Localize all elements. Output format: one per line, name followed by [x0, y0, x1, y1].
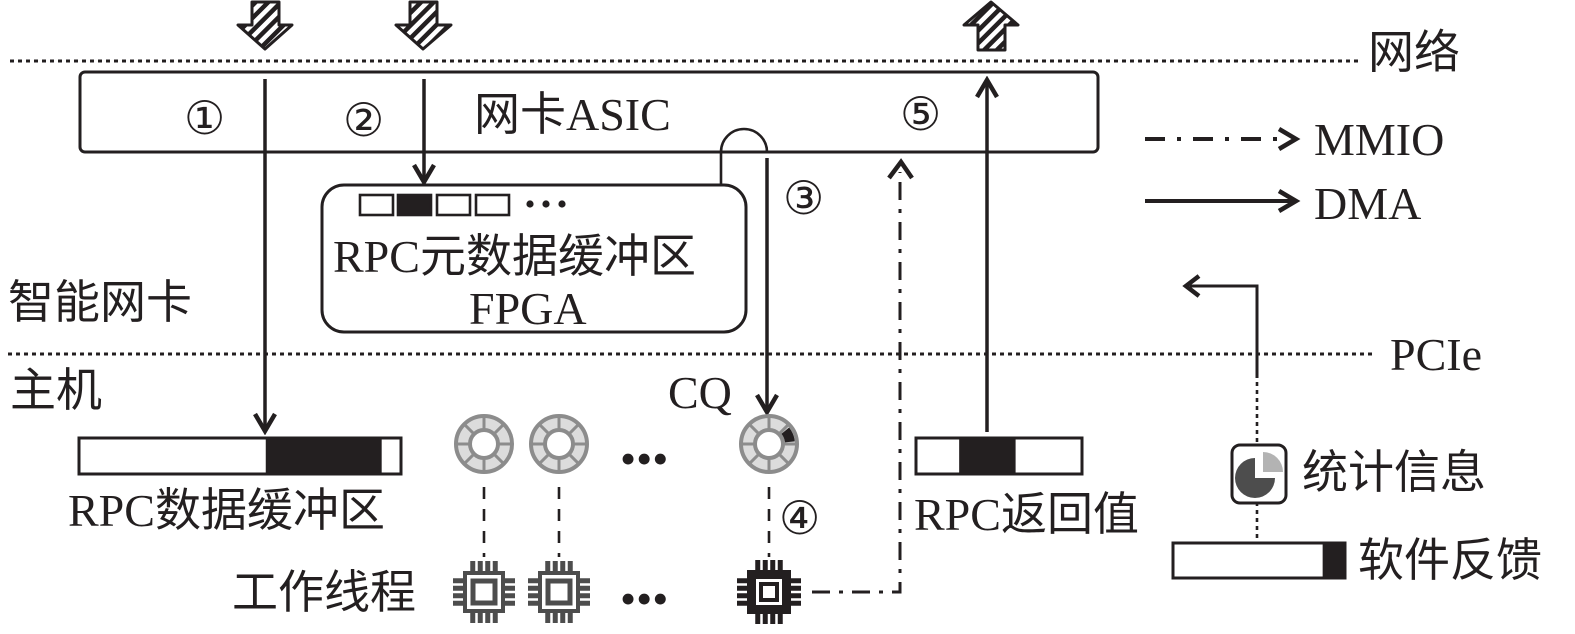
worker-ellipsis: ••• — [620, 573, 668, 624]
ellipsis-dot — [542, 200, 550, 208]
feedback-arrow — [1190, 284, 1259, 378]
ellipsis-dot — [526, 200, 534, 208]
legend-dma-arrowhead — [1277, 189, 1301, 213]
mmio-doorbell-line — [812, 172, 902, 594]
step-2-label: ② — [343, 95, 384, 146]
rpc-data-buffer-fill — [265, 438, 382, 474]
software-feedback-label: 软件反馈 — [1358, 535, 1542, 586]
cq-ring-icon — [529, 414, 589, 474]
fpga-buffer-label: RPC元数据缓冲区 — [333, 231, 696, 282]
cq-ring-active-icon — [739, 414, 799, 474]
ellipsis-dot — [558, 200, 566, 208]
rpc-return-buffer-fill — [959, 438, 1016, 474]
fpga-box — [320, 183, 748, 334]
cq-entry-filled — [781, 427, 795, 443]
step-4-label: ④ — [779, 493, 820, 544]
legend-mmio-arrowhead — [1277, 127, 1301, 151]
cq-label: CQ — [668, 367, 732, 418]
metadata-slot-filled — [396, 193, 433, 217]
mmio-arrowhead — [887, 158, 914, 180]
rpc-data-buffer — [77, 436, 403, 476]
network-in-arrow-1 — [236, 0, 294, 51]
nic-asic-box — [78, 70, 1100, 154]
legend-dma-label: DMA — [1314, 178, 1421, 229]
stats-pie-icon — [1230, 443, 1288, 505]
worker-thread-icon — [528, 561, 590, 623]
legend-mmio-label: MMIO — [1314, 114, 1444, 165]
cq-ellipsis: ••• — [620, 433, 668, 484]
network-layer-label: 网络 — [1368, 27, 1460, 78]
worker-thread-icon — [453, 561, 515, 623]
metadata-slot — [474, 193, 511, 217]
stats-label: 统计信息 — [1302, 447, 1486, 498]
step-3-link — [719, 127, 769, 185]
metadata-slots — [358, 193, 566, 217]
worker-thread-active-icon — [737, 560, 801, 624]
feedback-arrowhead — [1182, 274, 1201, 298]
step-5-label: ⑤ — [900, 89, 941, 140]
step-3-label: ③ — [783, 173, 824, 224]
host-layer-label: 主机 — [10, 365, 102, 416]
pcie-layer-label: PCIe — [1390, 329, 1482, 380]
rpc-return-label: RPC返回值 — [914, 489, 1139, 540]
network-out-arrow — [962, 0, 1020, 52]
worker-thread-label: 工作线程 — [232, 567, 416, 618]
metadata-slot — [358, 193, 395, 217]
metadata-slot — [435, 193, 472, 217]
software-feedback-bar — [1171, 541, 1347, 580]
rpc-return-buffer — [914, 436, 1084, 476]
legend: MMIO DMA — [1145, 114, 1444, 229]
cq-ring-icon — [454, 414, 514, 474]
smartnic-layer-label: 智能网卡 — [8, 277, 192, 328]
network-in-arrow-2 — [394, 0, 453, 51]
software-feedback-fill — [1322, 543, 1345, 578]
rpc-data-buffer-label: RPC数据缓冲区 — [68, 485, 385, 536]
nic-asic-label: 网卡ASIC — [474, 89, 671, 140]
step-1-label: ① — [184, 93, 225, 144]
fpga-label: FPGA — [469, 283, 587, 334]
